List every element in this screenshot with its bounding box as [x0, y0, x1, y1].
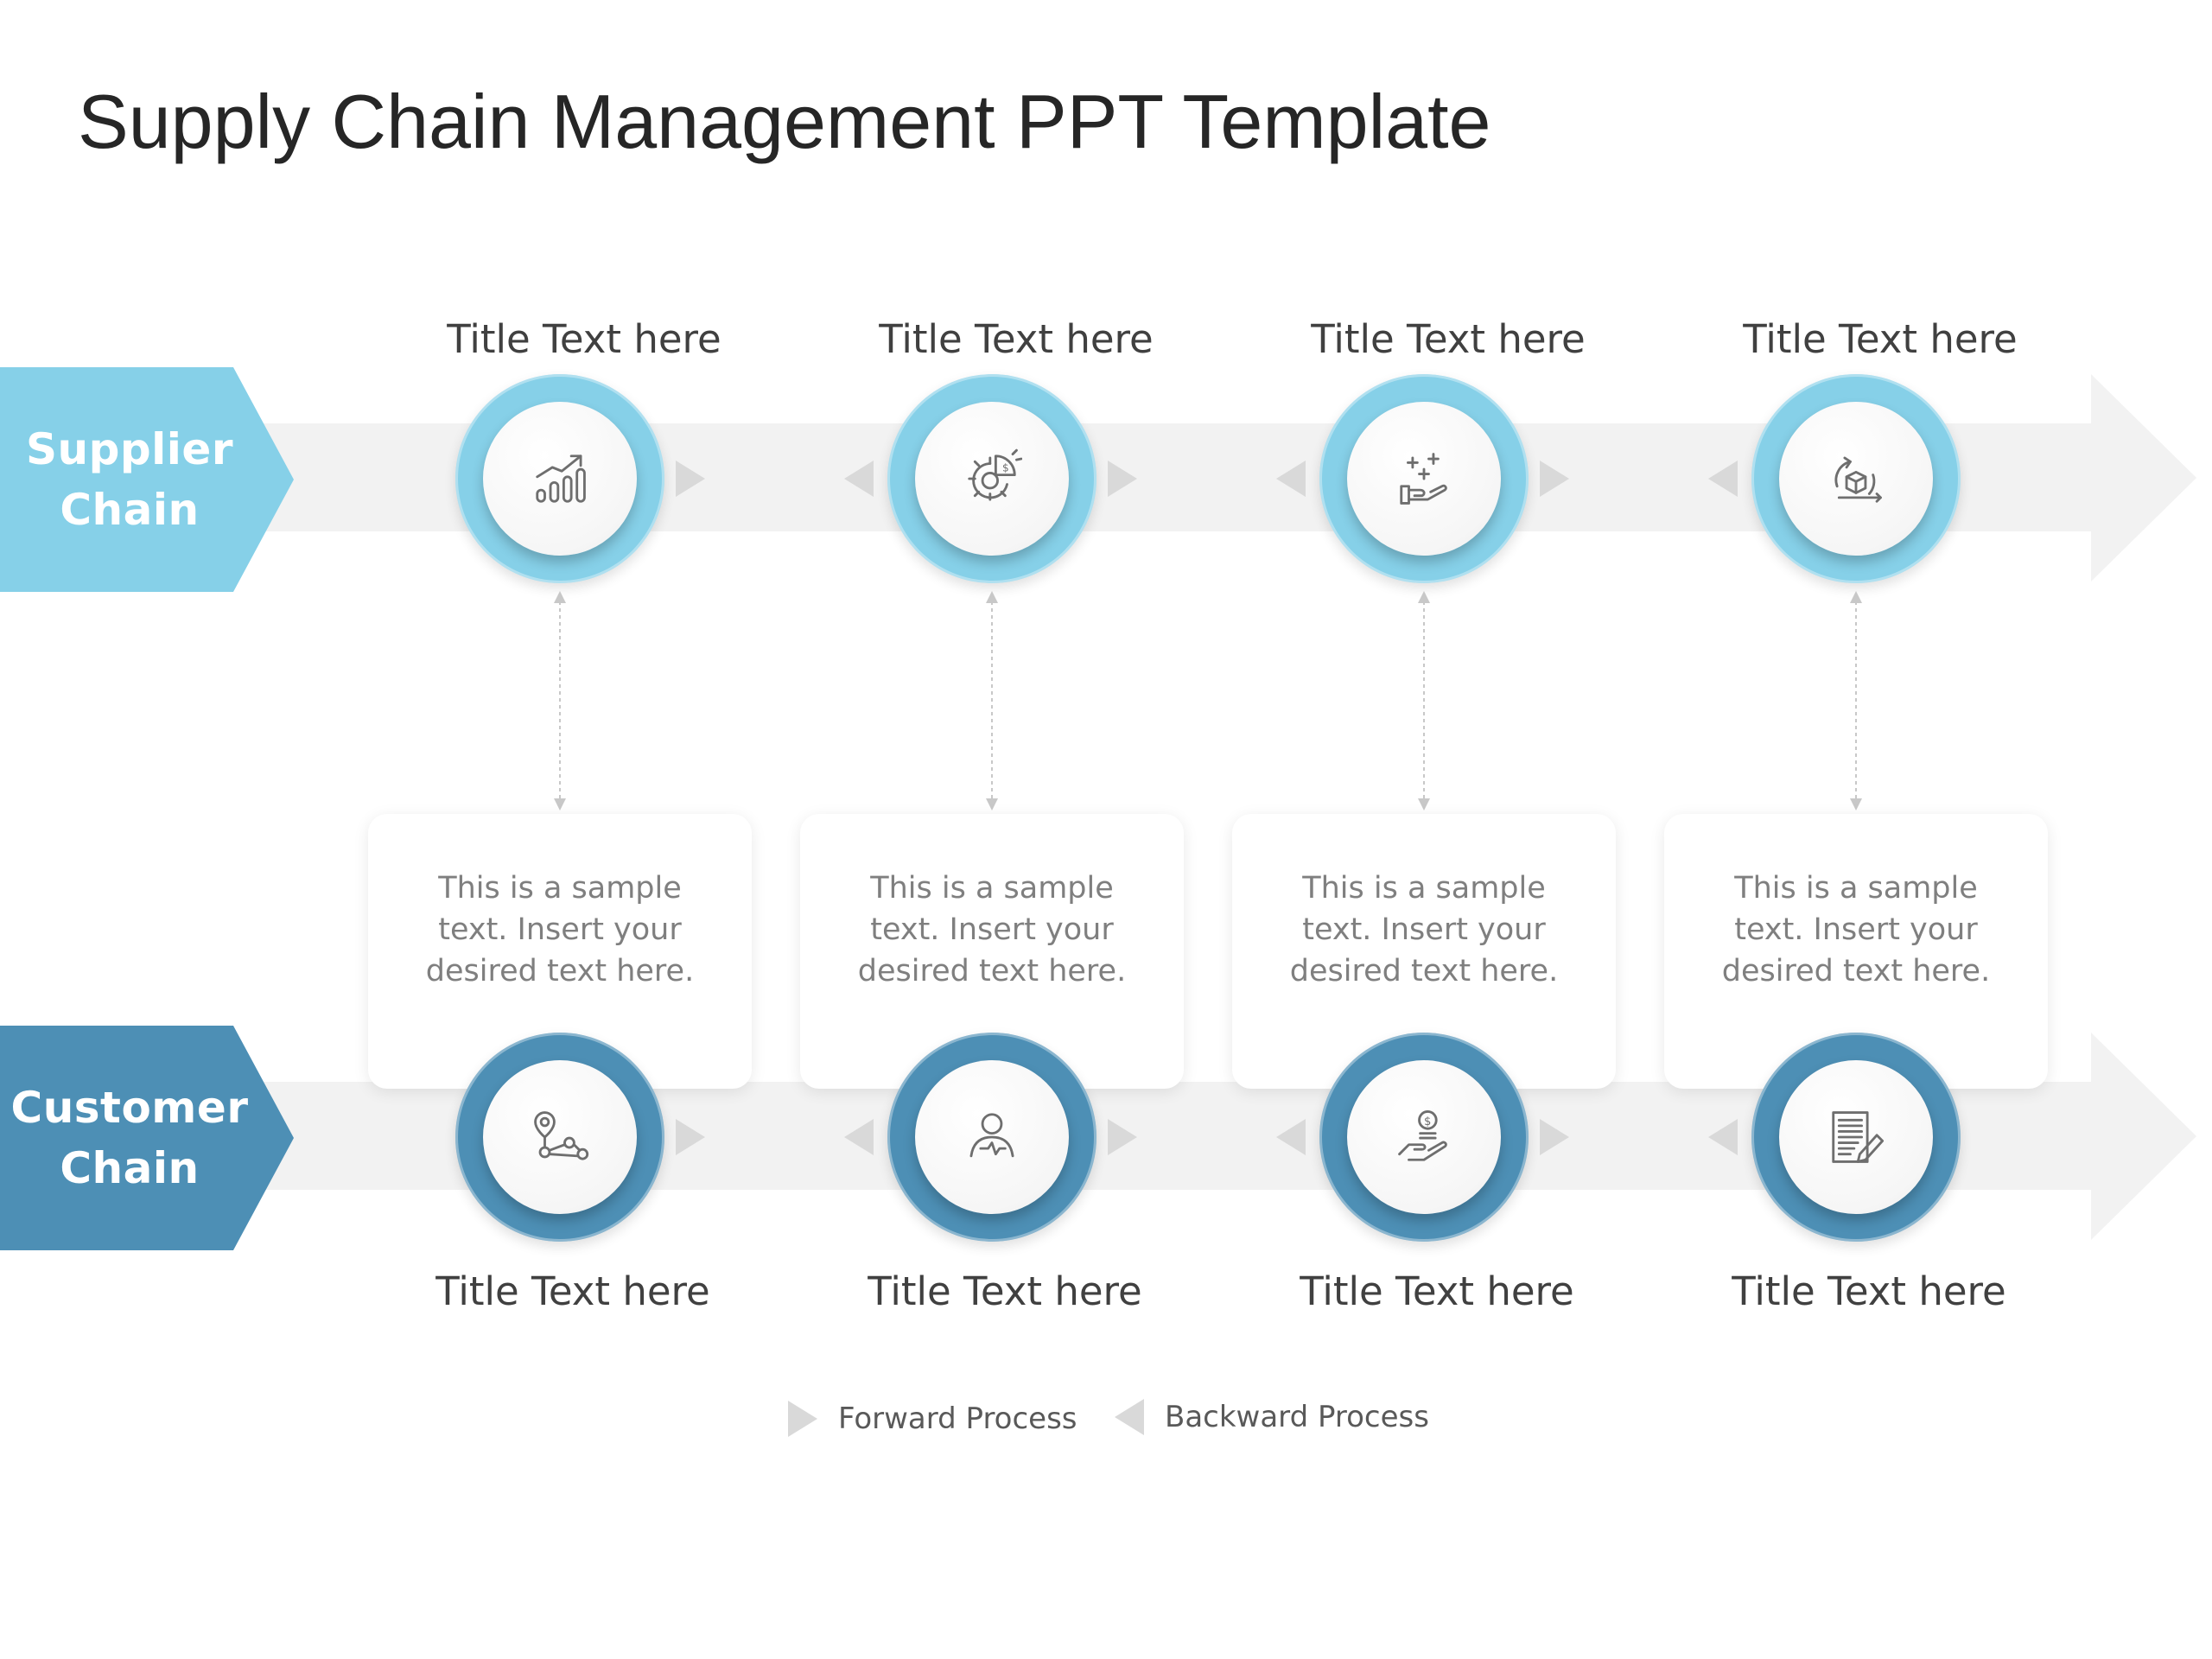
legend-backward: Backward Process	[1115, 1395, 1429, 1439]
connector-arrow	[1850, 591, 1862, 810]
customer-step-title: Title Text here	[435, 1268, 710, 1314]
supplier-step-title: Title Text here	[879, 316, 1154, 362]
forward-process-marker	[1540, 461, 1569, 497]
money-hand-icon: $	[1398, 1110, 1447, 1161]
card-text-line: desired text here.	[1721, 954, 1991, 988]
supplier-step-circle	[455, 374, 664, 583]
customer-person-icon	[969, 1113, 1014, 1158]
card-text-line: desired text here.	[425, 954, 695, 988]
supplier-step-title: Title Text here	[1743, 316, 2018, 362]
backward-process-marker	[1708, 461, 1738, 497]
supplier-tag-shape	[0, 367, 294, 592]
forward-process-marker	[1108, 461, 1137, 497]
svg-text:$: $	[1424, 1116, 1431, 1128]
customer-band-arrowhead	[2091, 1033, 2196, 1240]
page-title: Supply Chain Management PPT Template	[78, 79, 1491, 164]
customer-chain-tag: Customer Chain	[0, 1026, 294, 1250]
supplier-band-arrowhead	[2091, 374, 2196, 582]
card-text-line: This is a sample	[1302, 871, 1546, 906]
customer-step-title: Title Text here	[868, 1268, 1142, 1314]
supplier-step-circle: $	[887, 374, 1096, 583]
svg-text:$: $	[1002, 461, 1009, 474]
card-text-line: This is a sample	[870, 871, 1114, 906]
customer-chain-label-line1: Customer	[10, 1083, 249, 1133]
supplier-step-circle	[1319, 374, 1529, 583]
card-text-line: text. Insert your	[1734, 912, 1978, 947]
supplier-chain-tag: Supplier Chain	[0, 367, 294, 592]
legend-backward-label: Backward Process	[1165, 1400, 1429, 1434]
forward-process-marker	[1540, 1119, 1569, 1155]
customer-tag-shape	[0, 1026, 294, 1250]
document-edit-icon	[1832, 1111, 1885, 1163]
card-text-line: This is a sample	[438, 871, 682, 906]
supplier-chain-label-line1: Supplier	[25, 424, 234, 474]
customer-chain-label-line2: Chain	[60, 1143, 200, 1193]
customer-step-circle	[1751, 1033, 1961, 1242]
backward-process-marker	[1276, 1119, 1306, 1155]
location-route-icon	[534, 1111, 589, 1160]
backward-process-marker	[1276, 461, 1306, 497]
forward-process-marker	[676, 461, 705, 497]
backward-process-marker	[1708, 1119, 1738, 1155]
forward-process-marker	[676, 1119, 705, 1155]
card-text-line: This is a sample	[1734, 871, 1978, 906]
supplier-step-title: Title Text here	[447, 316, 721, 362]
legend-forward-label: Forward Process	[838, 1402, 1077, 1436]
package-cycle-icon	[1834, 456, 1882, 503]
card-text-line: text. Insert your	[1302, 912, 1546, 947]
customer-step-circle: $	[1319, 1033, 1529, 1242]
forward-process-marker	[1108, 1119, 1137, 1155]
backward-legend-marker	[1115, 1399, 1144, 1435]
card-text-line: text. Insert your	[870, 912, 1114, 947]
supplier-chain-label-line2: Chain	[60, 485, 200, 535]
card-text-line: text. Insert your	[438, 912, 682, 947]
customer-step-circle	[887, 1033, 1096, 1242]
card-text-line: desired text here.	[857, 954, 1127, 988]
connector-arrow	[554, 591, 566, 810]
supplier-step-title: Title Text here	[1311, 316, 1586, 362]
card-text-line: desired text here.	[1289, 954, 1559, 988]
forward-legend-marker	[788, 1401, 817, 1437]
cost-gear-icon: $	[968, 448, 1022, 501]
healthcare-hand-icon	[1400, 453, 1447, 505]
connector-arrow	[986, 591, 998, 810]
legend-forward: Forward Process	[788, 1397, 1077, 1440]
text-card: This is a sample text. Insert your desir…	[1664, 814, 2048, 1089]
customer-step-title: Title Text here	[1300, 1268, 1574, 1314]
customer-step-title: Title Text here	[1732, 1268, 2006, 1314]
backward-process-marker	[844, 1119, 874, 1155]
supplier-step-circle	[1751, 374, 1961, 583]
growth-chart-icon	[536, 454, 586, 503]
connector-arrow	[1418, 591, 1430, 810]
backward-process-marker	[844, 461, 874, 497]
customer-step-circle	[455, 1033, 664, 1242]
